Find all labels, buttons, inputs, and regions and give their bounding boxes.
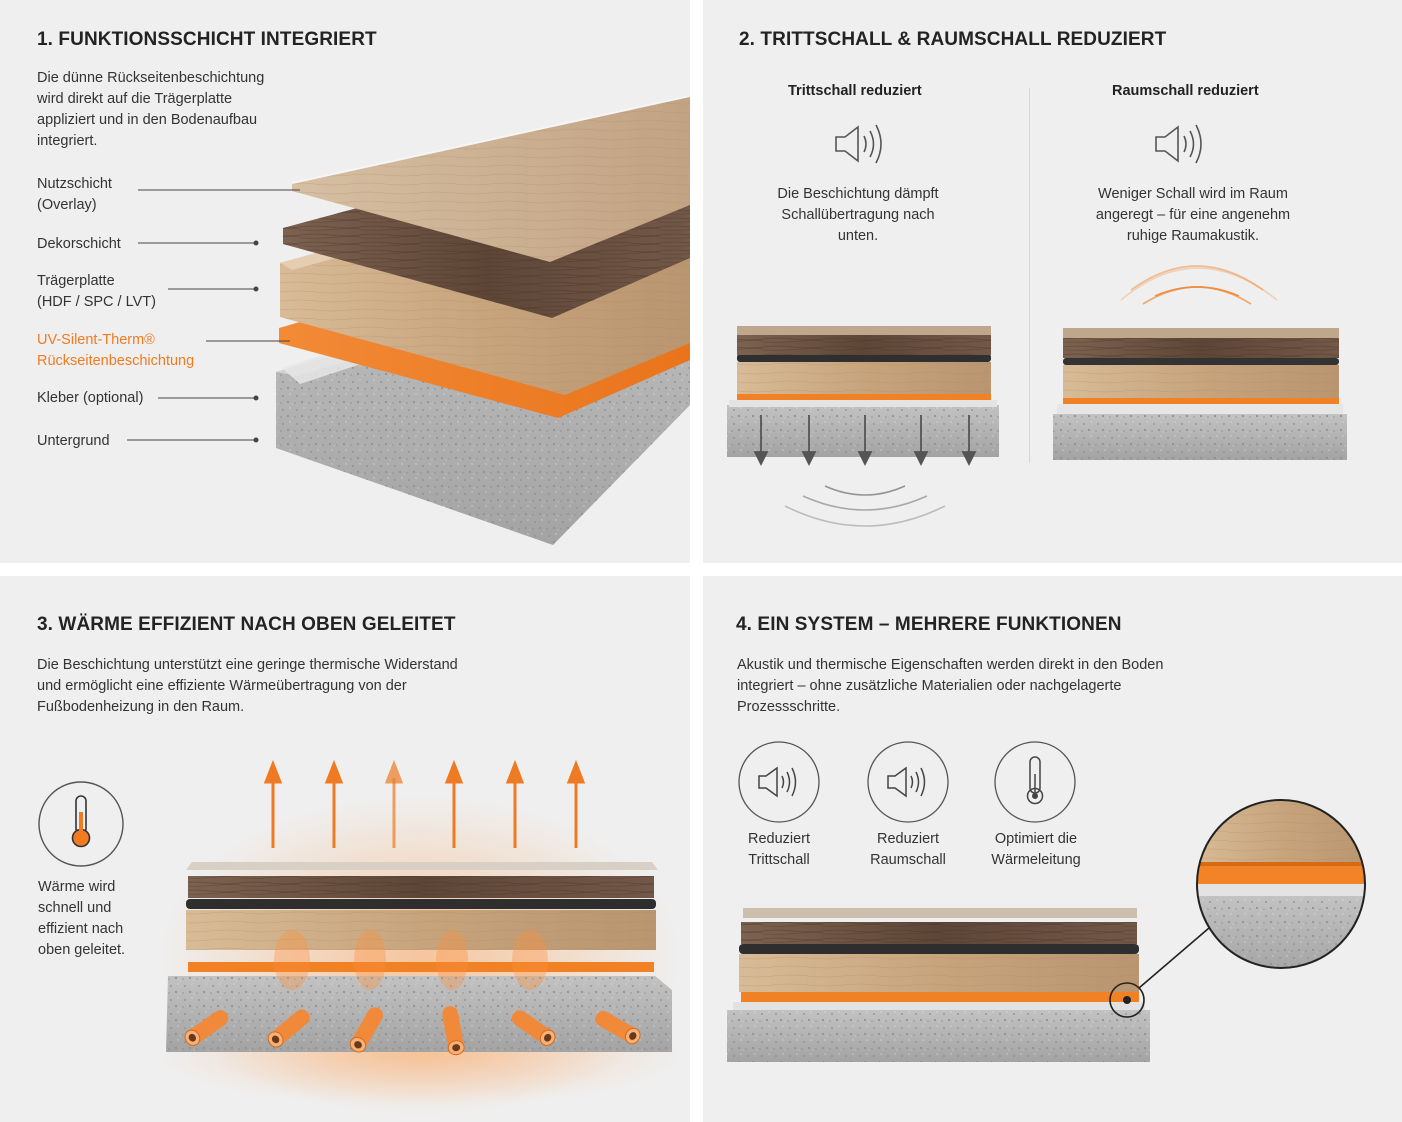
right-floor-stack xyxy=(1053,328,1347,460)
label-overlay: (Overlay) xyxy=(37,197,97,213)
panel-description: Die Beschichtung unterstützt eine gering… xyxy=(37,657,458,715)
impact-sound-text: Die Beschichtung dämpft Schallübertragun… xyxy=(777,186,939,244)
speaker-icon xyxy=(1155,124,1202,164)
speaker-icon xyxy=(835,124,882,164)
left-floor-stack xyxy=(727,326,999,457)
panel-system: 4. EIN SYSTEM – MEHRERE FUNKTIONEN Akust… xyxy=(703,576,1402,1122)
heat-illustration xyxy=(38,759,680,1116)
panel-title: 2. TRITTSCHALL & RAUMSCHALL REDUZIERT xyxy=(739,29,1167,50)
label-rueckseitenbeschichtung: Rückseitenbeschichtung xyxy=(37,353,195,369)
feature-line1: Reduziert xyxy=(876,831,940,847)
thermometer-icon xyxy=(994,741,1076,823)
feature-line1: Optimiert die xyxy=(994,831,1078,847)
down-arrows xyxy=(753,415,977,467)
heated-screed xyxy=(166,976,672,1052)
label-dekorschicht: Dekorschicht xyxy=(37,236,121,252)
label-traeger-types: (HDF / SPC / LVT) xyxy=(37,294,156,310)
thermometer-icon xyxy=(38,781,124,867)
layer-stack-illustration xyxy=(127,95,690,545)
sound-wave-icon xyxy=(784,485,946,527)
panel-title: 3. WÄRME EFFIZIENT NACH OBEN GELEITET xyxy=(37,614,456,635)
feature-room-sound: Reduziert Raumschall xyxy=(848,829,968,871)
speaker-icon xyxy=(867,741,949,823)
feature-line1: Reduziert xyxy=(747,831,811,847)
sound-wave-icon xyxy=(1120,265,1278,305)
panel-title: 4. EIN SYSTEM – MEHRERE FUNKTIONEN xyxy=(736,614,1122,635)
label-nutzschicht: Nutzschicht xyxy=(37,176,112,192)
heat-arrow-icon xyxy=(263,759,586,848)
room-sound-text: Weniger Schall wird im Raum angeregt – f… xyxy=(1095,186,1291,244)
heat-side-text: Wärme wird schnell und effizient nach ob… xyxy=(38,879,126,958)
overlay-layer xyxy=(291,95,690,262)
zoom-detail-magnifier xyxy=(1109,799,1366,1018)
label-uv-silent-therm: UV-Silent-Therm® xyxy=(37,332,155,348)
acoustics-illustration xyxy=(727,124,1347,527)
panel-description: Akustik und thermische Eigenschaften wer… xyxy=(737,657,1164,715)
system-floor-stack xyxy=(727,908,1150,1062)
feature-heat-conduction: Optimiert die Wärmeleitung xyxy=(975,829,1097,871)
panel-title: 1. FUNKTIONSSCHICHT INTEGRIERT xyxy=(37,29,377,50)
panel-layer-structure: 1. FUNKTIONSSCHICHT INTEGRIERT Die dünne… xyxy=(0,0,690,563)
column-divider xyxy=(1029,88,1030,463)
impact-sound-heading: Trittschall reduziert xyxy=(788,83,922,99)
heated-floor-stack xyxy=(186,862,658,972)
label-untergrund: Untergrund xyxy=(37,433,110,449)
panel-heat-transfer: 3. WÄRME EFFIZIENT NACH OBEN GELEITET Di… xyxy=(0,576,690,1122)
label-kleber: Kleber (optional) xyxy=(37,390,144,406)
feature-impact-sound: Reduziert Trittschall xyxy=(719,829,839,871)
panel-acoustics: 2. TRITTSCHALL & RAUMSCHALL REDUZIERT Tr… xyxy=(703,0,1402,563)
room-sound-heading: Raumschall reduziert xyxy=(1112,83,1259,99)
heat-plumes xyxy=(274,930,548,990)
heating-pipes xyxy=(184,1006,641,1056)
leader-lines xyxy=(127,189,300,443)
panel-description: Die dünne Rückseitenbeschichtung wird di… xyxy=(37,70,265,149)
feature-line2: Wärmeleitung xyxy=(991,852,1081,868)
system-illustration xyxy=(727,741,1366,1062)
label-traegerplatte: Trägerplatte xyxy=(37,273,115,289)
feature-line2: Trittschall xyxy=(748,852,810,868)
speaker-icon xyxy=(738,741,820,823)
feature-line2: Raumschall xyxy=(870,852,946,868)
